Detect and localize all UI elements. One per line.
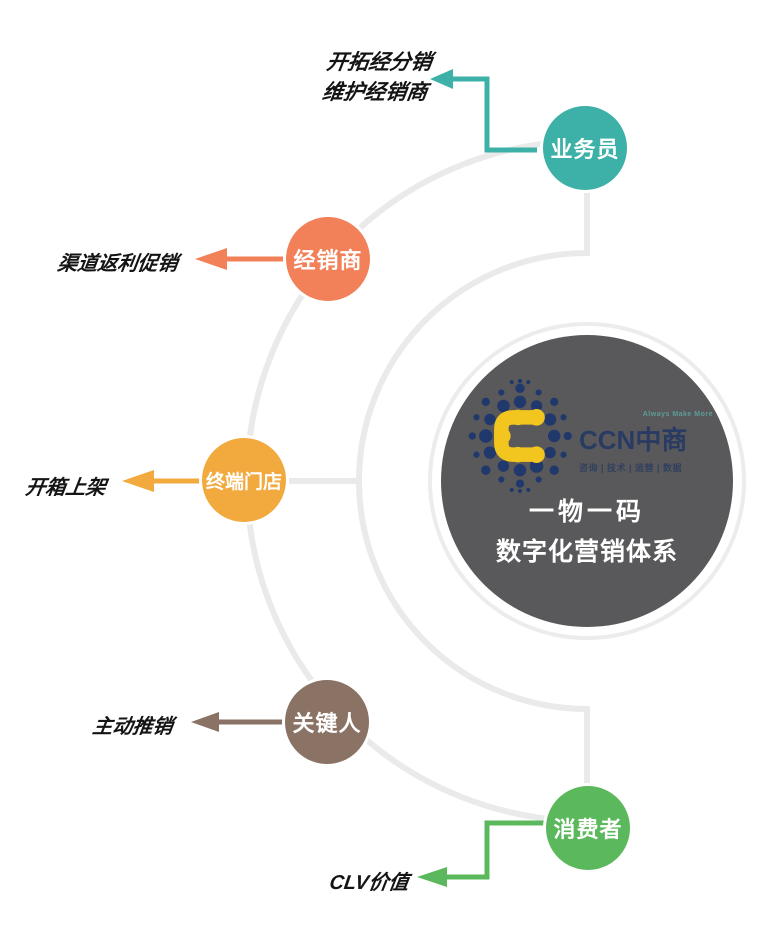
- ccn-dots-logo-icon: [468, 379, 572, 493]
- node-salesman-label: 业务员: [550, 137, 620, 162]
- arrowhead-consumer: [417, 867, 447, 887]
- center-title-line2: 数字化营销体系: [495, 538, 678, 566]
- brand-block: Always Make More CCN中商 咨询 | 技术 | 运营 | 数据: [579, 411, 713, 474]
- arrowhead-salesman: [430, 69, 453, 89]
- annotation-store: 开箱上架: [24, 477, 108, 499]
- ccn-c-glyph: [494, 409, 545, 463]
- arrowhead-dealer: [195, 248, 227, 270]
- node-store: 终端门店: [199, 435, 289, 525]
- arrow-store: [122, 470, 200, 492]
- brand-name: CCN中商: [579, 425, 688, 455]
- annotation-keyperson: 主动推销: [91, 716, 175, 738]
- brand-tagline: 咨询 | 技术 | 运营 | 数据: [579, 463, 683, 473]
- center-badge: Always Make More CCN中商 咨询 | 技术 | 运营 | 数据…: [441, 335, 733, 627]
- arrow-keyperson: [191, 712, 286, 732]
- node-keyperson-label: 关键人: [292, 711, 362, 736]
- annotation-dealer: 渠道返利促销: [56, 253, 180, 275]
- annotation-clv: CLV价值: [328, 872, 411, 894]
- node-store-label: 终端门店: [205, 471, 282, 493]
- node-dealer: 经销商: [283, 214, 373, 304]
- arrowhead-keyperson: [191, 712, 219, 732]
- arrow-consumer: [417, 820, 544, 887]
- brand-slogan: Always Make More: [642, 411, 713, 418]
- node-consumer-label: 消费者: [553, 817, 623, 842]
- annotation-salesman-line1: 开拓经分销: [325, 51, 434, 74]
- annotation-salesman-line2: 维护经销商: [320, 81, 430, 104]
- node-salesman: 业务员: [540, 103, 630, 193]
- arrow-salesman: [430, 69, 537, 153]
- center-title: 一物一码 数字化营销体系: [441, 492, 733, 568]
- arrow-dealer: [195, 248, 286, 270]
- node-dealer-label: 经销商: [293, 248, 363, 273]
- node-consumer: 消费者: [543, 783, 633, 873]
- annotation-salesman: 开拓经分销 维护经销商: [298, 48, 456, 108]
- center-title-line1: 一物一码: [528, 498, 645, 526]
- node-keyperson: 关键人: [282, 677, 372, 767]
- arrowhead-store: [122, 470, 154, 492]
